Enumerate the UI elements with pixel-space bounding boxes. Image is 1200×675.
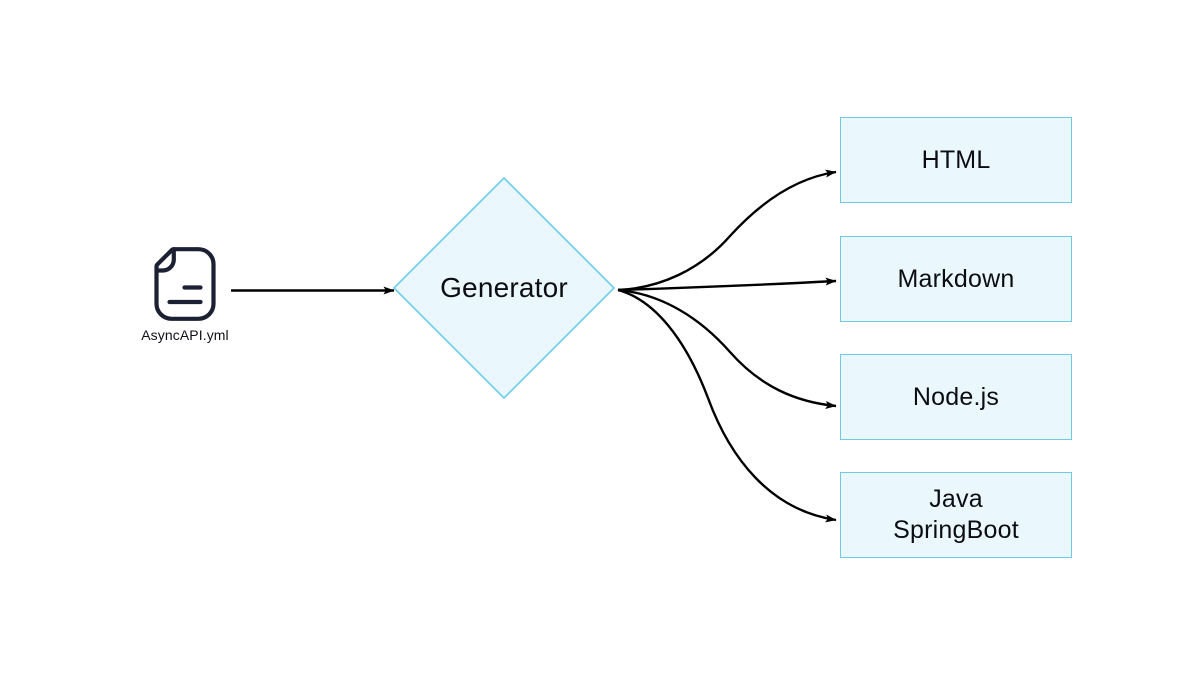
output-box-java-springboot[interactable]: Java SpringBoot [840, 472, 1072, 558]
output-box-html[interactable]: HTML [840, 117, 1072, 203]
document-file-icon [126, 246, 244, 322]
output-box-label: Markdown [897, 264, 1015, 293]
generator-node[interactable]: Generator [392, 176, 616, 400]
arrow-generator-to-html [617, 169, 837, 292]
diamond-shape [392, 176, 616, 400]
generator-node-label: Generator [440, 272, 568, 303]
arrow-generator-to-nodejs [617, 288, 837, 409]
source-node-asyncapi-file: AsyncAPI.yml [126, 246, 244, 354]
output-box-label: Java SpringBoot [893, 485, 1019, 544]
output-box-label: HTML [921, 145, 991, 174]
arrow-generator-to-java-springboot [617, 288, 837, 523]
output-box-markdown[interactable]: Markdown [840, 236, 1072, 322]
arrow-generator-to-markdown [617, 277, 837, 292]
source-node-label: AsyncAPI.yml [141, 327, 229, 343]
output-box-nodejs[interactable]: Node.js [840, 354, 1072, 440]
output-box-label: Node.js [912, 382, 1000, 411]
